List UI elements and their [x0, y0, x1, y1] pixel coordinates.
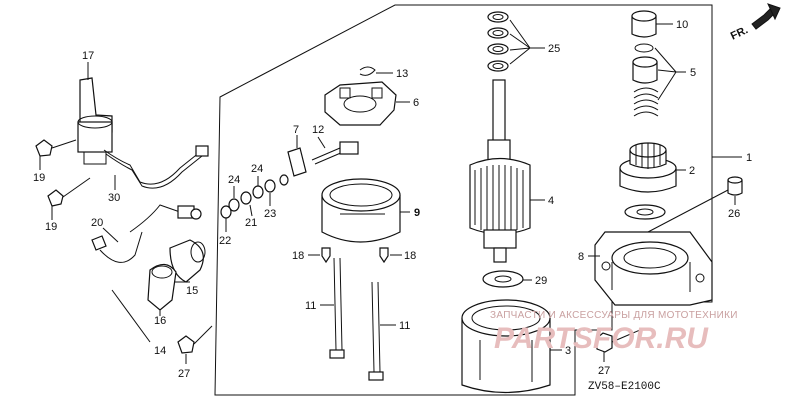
part-20-cable [91, 204, 202, 263]
part-17-relay-bracket [77, 77, 113, 165]
part-26-dowel [727, 176, 743, 196]
part-19-bolts [35, 139, 91, 207]
part-30-cable [103, 145, 209, 189]
diagram-code: ZV58–E2100C [588, 381, 661, 393]
part-25-washers [487, 11, 509, 72]
part-8-housing [594, 231, 713, 306]
callout-11b: 11 [399, 320, 410, 332]
callout-30: 30 [108, 192, 120, 204]
callout-3: 3 [565, 345, 571, 357]
callout-13: 13 [396, 68, 408, 80]
callout-12: 12 [312, 124, 324, 136]
callout-29: 29 [535, 275, 547, 287]
callout-1: 1 [746, 152, 752, 164]
callout-24b: 24 [251, 163, 263, 175]
watermark-line2: PARTSFOR.RU [494, 322, 709, 355]
part-15-boot [169, 239, 206, 283]
callout-10: 10 [676, 19, 688, 31]
part-18-screws [321, 247, 389, 264]
part-11-bolts [329, 257, 384, 381]
part-4-armature [469, 79, 531, 263]
callout-2: 2 [689, 165, 695, 177]
callout-17: 17 [82, 50, 94, 62]
callout-20: 20 [91, 217, 103, 229]
callout-11a: 11 [305, 300, 316, 312]
callout-14: 14 [154, 345, 166, 357]
parts-21-24-nuts-washers [220, 174, 289, 219]
callout-27b: 27 [598, 365, 610, 377]
callout-8: 8 [578, 251, 584, 263]
callout-19b: 19 [45, 221, 57, 233]
callout-21: 21 [245, 217, 257, 229]
callout-9: 9 [414, 207, 420, 219]
part-29-washer [482, 270, 524, 288]
part-27-bolt-right [596, 329, 641, 353]
part-10-stop-cap [631, 10, 657, 38]
callout-7: 7 [293, 124, 299, 136]
direction-label: FR. [729, 24, 750, 42]
watermark-line1: ЗАПЧАСТИ И АКСЕССУАРЫ ДЛЯ МОТОТЕХНИКИ [490, 310, 738, 321]
part-16-boot [147, 263, 177, 311]
callout-5: 5 [690, 67, 696, 79]
part-27-bolt-left [177, 325, 213, 354]
callout-25: 25 [548, 43, 560, 55]
callout-26: 26 [728, 208, 740, 220]
part-3-yoke [461, 299, 551, 394]
callout-22: 22 [219, 235, 231, 247]
pinion-washer [624, 204, 666, 220]
callout-4: 4 [548, 195, 554, 207]
front-direction-arrow [751, 3, 781, 30]
callout-16: 16 [154, 315, 166, 327]
part-6-brush-holder [324, 81, 397, 126]
part-13-clip [359, 66, 376, 76]
callout-18a: 18 [292, 250, 304, 262]
part-9-cover [321, 178, 401, 243]
part-5-spring-set [632, 43, 659, 117]
callout-15: 15 [186, 285, 198, 297]
assembly-frame [214, 4, 713, 396]
part-7-terminal-plate [287, 147, 307, 177]
callout-27a: 27 [178, 368, 190, 380]
callout-23: 23 [264, 208, 276, 220]
part-2-pinion [619, 142, 677, 193]
callout-18b: 18 [404, 250, 416, 262]
callout-6: 6 [413, 97, 419, 109]
part-12-terminal-bolt [311, 141, 359, 165]
callout-24a: 24 [228, 174, 240, 186]
callout-19a: 19 [33, 172, 45, 184]
